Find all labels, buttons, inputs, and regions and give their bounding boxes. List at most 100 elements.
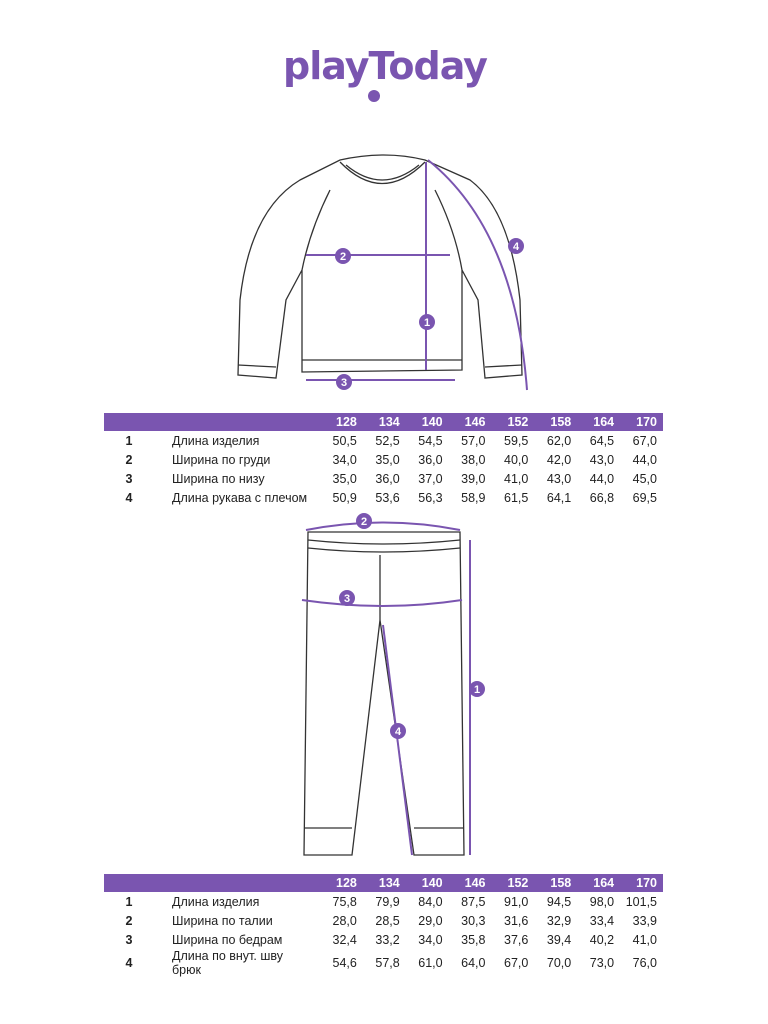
- size-value: 57,0: [461, 433, 486, 448]
- row-number: 4: [125, 490, 133, 505]
- size-header: 134: [362, 874, 406, 892]
- size-value: 34,0: [332, 452, 357, 467]
- size-value: 57,8: [375, 956, 400, 970]
- size-value: 33,9: [632, 913, 657, 928]
- size-value: 79,9: [375, 894, 400, 909]
- size-header: 128: [320, 874, 363, 892]
- size-value: 41,0: [632, 932, 657, 947]
- size-value: 42,0: [546, 452, 572, 467]
- size-value: 34,0: [418, 932, 443, 947]
- size-value: 38,0: [461, 452, 486, 467]
- size-header: 164: [577, 413, 621, 431]
- size-value: 28,0: [332, 913, 357, 928]
- row-number: 3: [125, 932, 133, 947]
- size-header: 146: [448, 874, 492, 892]
- svg-text:4: 4: [513, 241, 520, 253]
- size-value: 40,2: [589, 932, 615, 947]
- size-value: 76,0: [632, 956, 657, 970]
- size-value: 43,0: [589, 452, 615, 467]
- sweater-markers: 1 2 3 4: [335, 238, 524, 390]
- size-value: 64,1: [546, 490, 572, 505]
- size-value: 67,0: [504, 956, 529, 970]
- svg-text:2: 2: [340, 251, 346, 263]
- size-value: 54,5: [418, 433, 443, 448]
- size-value: 66,8: [589, 490, 615, 505]
- header-row: 128 134 140 146 152 158 164 170: [104, 874, 663, 892]
- size-value: 50,5: [332, 433, 357, 448]
- size-value: 64,0: [461, 956, 486, 970]
- svg-text:4: 4: [395, 726, 402, 738]
- pants-markers: 1 2 3 4: [339, 513, 485, 739]
- size-value: 41,0: [504, 471, 529, 486]
- size-value: 35,0: [375, 452, 400, 467]
- size-value: 98,0: [589, 894, 615, 909]
- size-header: 152: [491, 413, 535, 431]
- sweater-drawing: [237, 154, 523, 379]
- size-value: 62,0: [546, 433, 572, 448]
- size-value: 31,6: [504, 913, 529, 928]
- row-label: Ширина по низу: [172, 471, 265, 486]
- size-value: 35,0: [332, 471, 357, 486]
- size-header: 170: [620, 874, 663, 892]
- size-value: 33,2: [375, 932, 400, 947]
- pants-measure-lines: [301, 521, 471, 856]
- logo-dot: [368, 90, 380, 102]
- svg-text:1: 1: [424, 317, 430, 329]
- size-value: 70,0: [546, 956, 572, 970]
- size-value: 75,8: [332, 894, 357, 909]
- svg-text:1: 1: [474, 684, 480, 696]
- size-value: 73,0: [589, 956, 615, 970]
- row-label: Ширина по груди: [172, 452, 271, 467]
- size-value: 43,0: [546, 471, 572, 486]
- size-value: 29,0: [418, 913, 443, 928]
- size-value: 67,0: [632, 433, 657, 448]
- size-value: 32,9: [546, 913, 572, 928]
- size-value: 33,4: [589, 913, 615, 928]
- size-value: 94,5: [546, 894, 572, 909]
- row-label: Длина изделия: [172, 894, 260, 909]
- size-header: 140: [405, 413, 449, 431]
- size-header: 140: [405, 874, 449, 892]
- size-value: 44,0: [589, 471, 615, 486]
- size-value: 101,5: [625, 894, 657, 909]
- size-header: 158: [534, 874, 578, 892]
- svg-text:3: 3: [344, 593, 350, 605]
- sweater-measure-lines: [306, 159, 528, 391]
- size-header: 134: [362, 413, 406, 431]
- size-value: 56,3: [418, 490, 443, 505]
- size-value: 50,9: [332, 490, 357, 505]
- size-value: 35,8: [461, 932, 486, 947]
- row-number: 1: [125, 433, 133, 448]
- pants-drawing: [303, 531, 465, 856]
- row-label: Ширина по талии: [172, 913, 273, 928]
- header-row: 128 134 140 146 152 158 164 170: [104, 413, 663, 431]
- brand-logo: playToday: [283, 44, 488, 88]
- row-number: 2: [125, 913, 133, 928]
- svg-text:2: 2: [361, 516, 367, 528]
- size-value: 54,6: [332, 956, 357, 970]
- size-header: 164: [577, 874, 621, 892]
- size-header: 128: [320, 413, 363, 431]
- row-label: Длина изделия: [172, 433, 260, 448]
- size-value: 59,5: [504, 433, 529, 448]
- row-label: Длина рукава с плечом: [172, 490, 308, 505]
- size-value: 40,0: [504, 452, 529, 467]
- size-value: 45,0: [632, 471, 657, 486]
- size-value: 39,0: [461, 471, 486, 486]
- size-value: 64,5: [589, 433, 615, 448]
- size-value: 36,0: [375, 471, 400, 486]
- size-value: 39,4: [546, 932, 572, 947]
- size-value: 28,5: [375, 913, 400, 928]
- size-value: 61,5: [504, 490, 529, 505]
- size-header: 146: [448, 413, 492, 431]
- size-value: 69,5: [632, 490, 657, 505]
- size-value: 91,0: [504, 894, 529, 909]
- svg-text:3: 3: [341, 377, 347, 389]
